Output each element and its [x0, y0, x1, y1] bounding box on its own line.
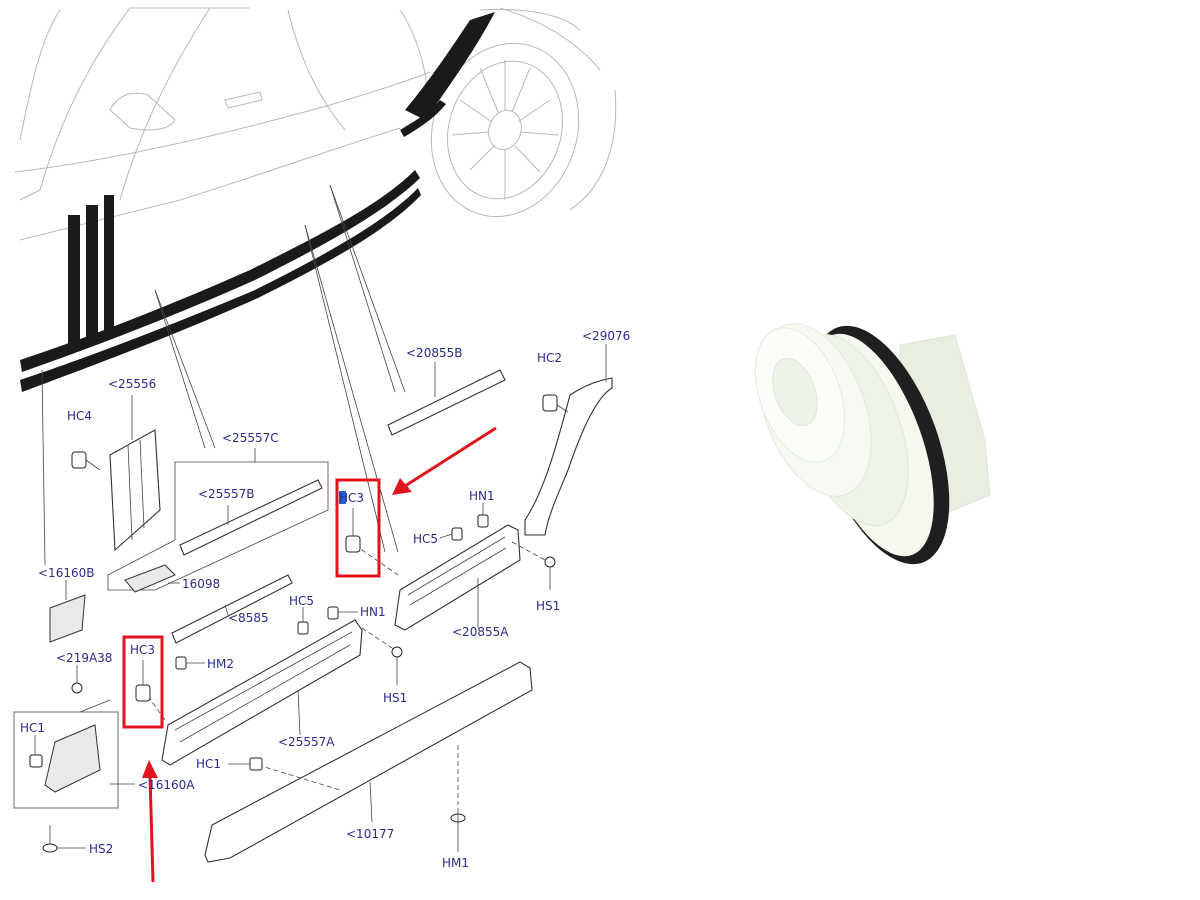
- label-hc4: HC4: [67, 409, 92, 423]
- fastener-hc5-upper: [439, 527, 463, 541]
- part-25557A: [161, 619, 363, 766]
- label-16160b: <16160B: [38, 566, 94, 580]
- fastener-hc3-upper: [345, 508, 361, 553]
- clip-product-photo: [754, 323, 991, 565]
- label-29076: <29076: [582, 329, 630, 343]
- label-hm1: HM1: [442, 856, 469, 870]
- label-219a38: <219A38: [56, 651, 112, 665]
- label-20855b: <20855B: [406, 346, 462, 360]
- part-8585: [171, 574, 293, 644]
- label-25557b: <25557B: [198, 487, 254, 501]
- label-hc3-lower: HC3: [130, 643, 155, 657]
- part-16160A: [13, 699, 135, 809]
- part-25557C-group: [107, 448, 329, 593]
- body-side-decal: [20, 12, 495, 392]
- label-hs2: HS2: [89, 842, 113, 856]
- fastener-hc5-lower: [297, 607, 309, 635]
- label-hm2: HM2: [207, 657, 234, 671]
- label-hs1-lower: HS1: [383, 691, 407, 705]
- fastener-219a38: [71, 665, 83, 694]
- part-20855A: [394, 524, 521, 631]
- label-25557c: <25557C: [222, 431, 279, 445]
- highlight-box-hc3-upper: [335, 478, 381, 578]
- fastener-hc2: [542, 394, 569, 413]
- label-hc3-upper: HC3: [339, 491, 364, 505]
- part-25556: [109, 395, 161, 552]
- part-16160B: [49, 580, 86, 643]
- fastener-hc1-left: [29, 735, 43, 768]
- fastener-hm1: [450, 808, 466, 852]
- label-hs1-upper: HS1: [536, 599, 560, 613]
- highlight-box-hc3-lower: [122, 635, 164, 729]
- red-arrow-lower: [142, 760, 158, 883]
- part-labels: <25556 <25557C <25557B 16098 <20855B <29…: [20, 329, 630, 870]
- fastener-hs1-upper: [544, 556, 556, 590]
- label-16098: 16098: [182, 577, 220, 591]
- fastener-hc1-mid: [228, 757, 263, 771]
- label-hn1-lower: HN1: [360, 605, 386, 619]
- text-selection-highlight: [339, 491, 346, 504]
- label-hc2: HC2: [537, 351, 562, 365]
- label-10177: <10177: [346, 827, 394, 841]
- label-8585: <8585: [228, 611, 269, 625]
- label-hc5-upper: HC5: [413, 532, 438, 546]
- fastener-hc4: [71, 451, 101, 471]
- fastener-hs2: [42, 825, 86, 853]
- label-hc1-left: HC1: [20, 721, 45, 735]
- label-hc1-mid: HC1: [196, 757, 221, 771]
- part-29076: [524, 344, 613, 536]
- label-16160a: <16160A: [138, 778, 195, 792]
- part-10177: [204, 661, 533, 863]
- label-hc5-lower: HC5: [289, 594, 314, 608]
- vehicle-outline: [14, 7, 617, 241]
- fastener-hn1-upper: [477, 503, 489, 528]
- label-hn1-upper: HN1: [469, 489, 495, 503]
- label-25557a: <25557A: [278, 735, 335, 749]
- leader-lines: [41, 184, 406, 566]
- red-arrow-upper: [392, 426, 497, 495]
- label-20855a: <20855A: [452, 625, 509, 639]
- fastener-hm2: [175, 656, 205, 670]
- fastener-hn1-lower: [327, 606, 358, 620]
- fastener-hs1-lower: [391, 646, 403, 685]
- label-25556: <25556: [108, 377, 156, 391]
- fastener-hc3-lower: [135, 660, 151, 702]
- part-20855B: [387, 362, 506, 436]
